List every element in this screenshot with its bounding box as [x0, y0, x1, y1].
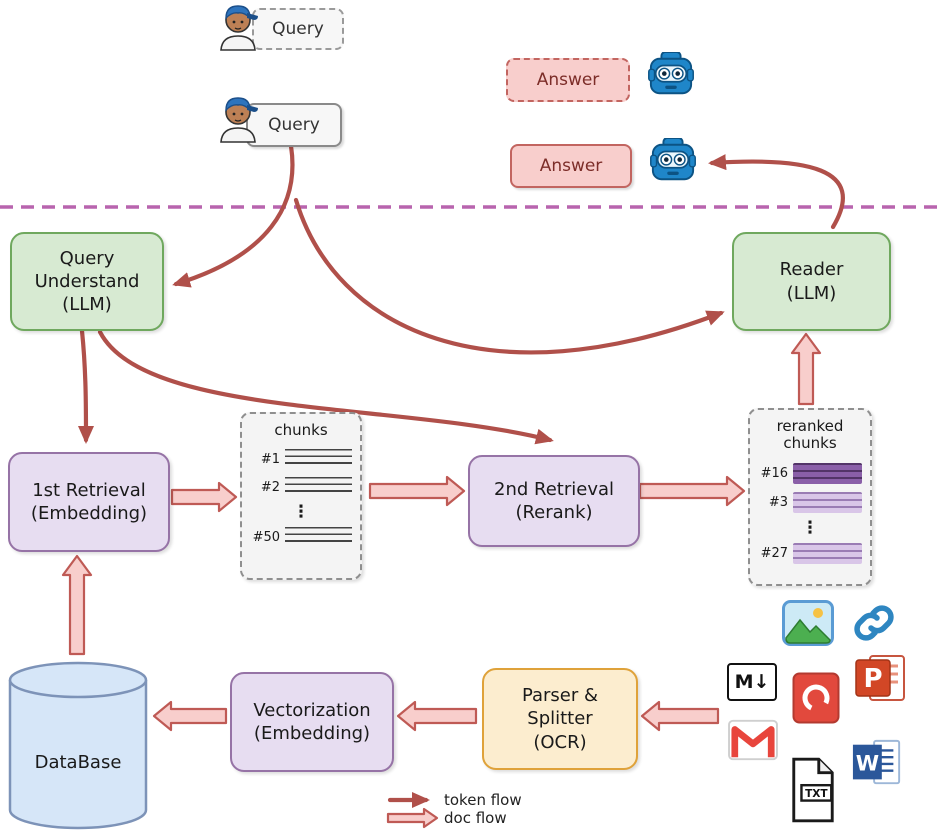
- chunk-row: #16: [758, 462, 862, 484]
- word-file-icon: W: [851, 737, 903, 789]
- chunk-id: #3: [768, 494, 788, 510]
- chunk-row: #3: [758, 491, 862, 513]
- answer-label: Answer: [539, 156, 603, 176]
- chunk-id: #1: [260, 451, 280, 467]
- node-reader: Reader (LLM): [732, 232, 891, 331]
- node-parser-splitter: Parser & Splitter (OCR): [482, 668, 638, 770]
- reranked-chunks-box: reranked chunks #16 #3 ⋮ #27: [748, 408, 872, 586]
- database-shape-icon: [8, 661, 148, 830]
- node-label: Reader (LLM): [779, 259, 844, 304]
- query-label: Query: [268, 115, 320, 135]
- arrow-second-retrieval-to-reranked: [638, 475, 746, 507]
- powerpoint-letter: P: [863, 664, 882, 694]
- chunk-row: #1: [250, 449, 352, 470]
- chunk-id: #2: [260, 479, 280, 495]
- chunks-box: chunks #1 #2 ⋮ #50: [240, 412, 362, 580]
- chunk-id: #16: [760, 465, 788, 481]
- chunk-row: #50: [250, 527, 352, 548]
- node-label: 2nd Retrieval (Rerank): [494, 478, 614, 523]
- node-first-retrieval: 1st Retrieval (Embedding): [8, 452, 170, 552]
- answer-box-dashed: Answer: [506, 58, 630, 102]
- node-second-retrieval: 2nd Retrieval (Rerank): [468, 455, 640, 547]
- chunk-ellipsis: ⋮: [801, 517, 819, 538]
- word-letter: W: [856, 751, 879, 776]
- arrow-first-retrieval-to-chunks: [170, 481, 238, 513]
- powerpoint-file-icon: P: [854, 650, 908, 706]
- node-label: 1st Retrieval (Embedding): [30, 479, 148, 524]
- txt-label: TXT: [805, 788, 828, 800]
- user-icon: [216, 92, 260, 144]
- query-label: Query: [272, 19, 324, 39]
- gmail-icon: [727, 717, 779, 763]
- markdown-label: M↓: [734, 671, 770, 693]
- chunk-lines: [285, 477, 352, 498]
- legend-doc-flow-arrow: [386, 807, 439, 829]
- chunks-title: chunks: [274, 421, 328, 439]
- arrow-query-understand-to-first-retrieval: [77, 328, 94, 444]
- arrow-database-to-first-retrieval: [61, 554, 93, 656]
- arrow-chunks-to-second-retrieval: [368, 475, 466, 507]
- database-cylinder: DataBase: [8, 660, 148, 832]
- node-label: Query Understand (LLM): [34, 247, 140, 316]
- node-vectorization: Vectorization (Embedding): [230, 672, 394, 772]
- arrow-files-to-parser: [640, 700, 720, 732]
- txt-file-icon: TXT: [788, 756, 838, 824]
- chunk-highlight-light: [793, 542, 862, 564]
- chunk-lines: [285, 449, 352, 470]
- user-icon: [216, 0, 260, 52]
- legend-token-flow-label: token flow: [444, 791, 522, 809]
- reranked-chunks-title: reranked chunks: [776, 417, 844, 453]
- arrow-query-to-query-understand: [172, 143, 295, 288]
- robot-icon: [650, 138, 696, 186]
- chunk-ellipsis: ⋮: [292, 502, 310, 523]
- arrow-reader-to-answer: [708, 154, 845, 230]
- database-label: DataBase: [34, 752, 122, 773]
- chunk-id: #50: [252, 529, 280, 545]
- node-query-understand: Query Understand (LLM): [10, 232, 164, 331]
- chunk-row: #27: [758, 542, 862, 564]
- answer-label: Answer: [536, 70, 600, 90]
- robot-icon: [648, 52, 694, 100]
- node-label: Parser & Splitter (OCR): [521, 685, 599, 753]
- arrow-parser-to-vectorization: [396, 700, 478, 732]
- node-label: Vectorization (Embedding): [253, 699, 371, 744]
- chunk-lines: [285, 527, 352, 548]
- arrow-vectorization-to-database: [152, 700, 228, 732]
- chunk-highlight-dark: [793, 462, 862, 484]
- chunk-row: #2: [250, 477, 352, 498]
- pdf-file-icon: [792, 672, 840, 724]
- legend-doc-flow-label: doc flow: [444, 809, 507, 827]
- link-icon: [852, 598, 896, 648]
- arrow-query-to-reader: [293, 197, 725, 355]
- query-box-dashed: Query: [252, 8, 344, 50]
- arrow-reranked-to-reader: [790, 332, 822, 406]
- answer-box: Answer: [510, 144, 632, 188]
- chunk-highlight-light: [793, 491, 862, 513]
- image-file-icon: [782, 600, 834, 646]
- query-box: Query: [246, 103, 342, 147]
- markdown-file-icon: M↓: [727, 663, 777, 701]
- chunk-id: #27: [760, 545, 788, 561]
